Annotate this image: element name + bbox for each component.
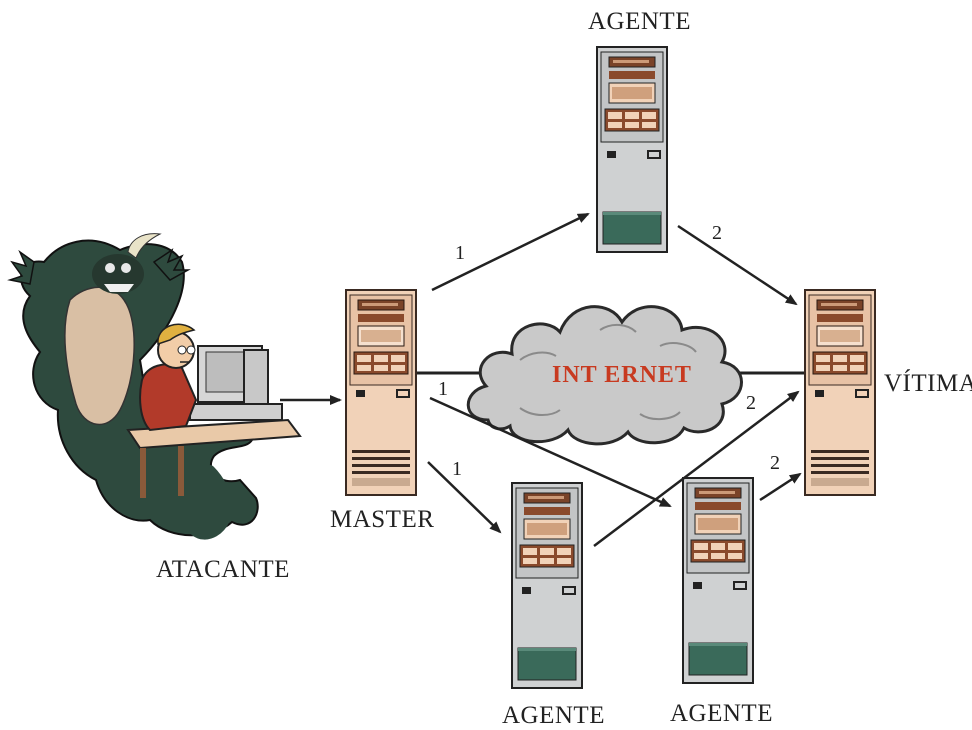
agent-top-server-icon [596,46,668,253]
agent-bottom-right-server-icon [682,477,754,684]
master-server-icon [345,289,417,496]
internet-cloud-icon [466,305,743,446]
step-label-master-agent-top: 1 [455,242,465,264]
arrow-master-agent-bottom-left [427,461,502,534]
attacker-icon [7,233,302,540]
arrow-agent-top-victim [677,224,798,306]
step-label-master-agent-bottom-left: 1 [452,458,462,480]
victim-label: VÍTIMA [884,370,972,397]
internet-label: INT ERNET [552,362,692,388]
master-label: MASTER [330,506,435,533]
attacker-label: ATACANTE [156,556,290,583]
agent-bottom-right-label: AGENTE [670,700,773,727]
step-label-master-agent-bottom-right: 1 [438,378,448,400]
arrow-agent-bottom-right-victim [759,472,802,502]
victim-server-icon [804,289,876,496]
arrow-master-agent-top [431,212,590,292]
agent-bottom-left-server-icon [511,482,583,689]
step-label-agent-bottom-right-victim: 2 [770,452,780,474]
step-label-agent-bottom-left-victim: 2 [746,392,756,414]
agent-bottom-left-label: AGENTE [502,702,605,729]
arrow-agent-bottom-left-victim [593,390,800,547]
agent-top-label: AGENTE [588,8,691,35]
step-label-agent-top-victim: 2 [712,222,722,244]
arrow-master-agent-bottom-right [429,396,672,508]
